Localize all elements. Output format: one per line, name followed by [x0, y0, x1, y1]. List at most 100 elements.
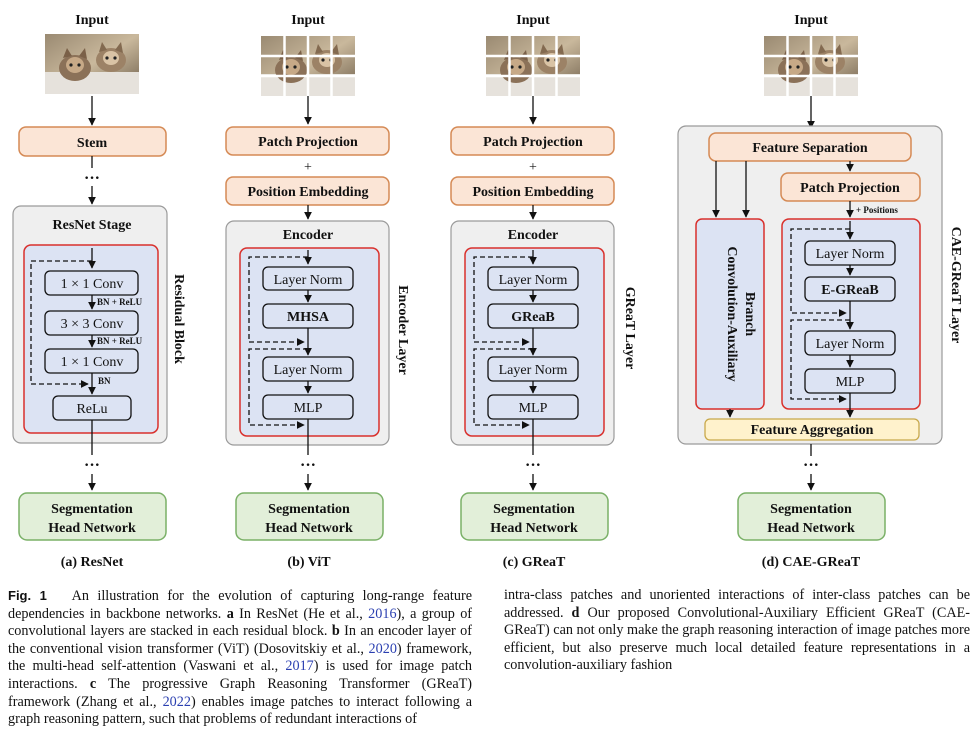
head-line2: Head Network	[490, 521, 578, 536]
conv1x1-label: 1 × 1 Conv	[61, 355, 124, 370]
subfigure-caption: (b) ViT	[287, 555, 331, 570]
encoder-title: Encoder	[508, 228, 559, 243]
conv3x3-label: 3 × 3 Conv	[61, 317, 124, 332]
mhsa-label: MHSA	[287, 310, 330, 325]
head-line2: Head Network	[767, 521, 855, 536]
caption-text: The progressive Graph Reasoning Transfor…	[8, 675, 473, 710]
subfig-marker: a	[226, 605, 234, 622]
stem-label: Stem	[77, 136, 108, 151]
panel-resnet: Input Stem ··· ResNet Stage 1 × 1 Conv B…	[12, 13, 186, 570]
resnet-stage-title: ResNet Stage	[53, 218, 132, 233]
skip-connection	[790, 228, 850, 317]
subfigure-caption: (d) CAE-GReaT	[762, 555, 861, 570]
branch-label-line2: Branch	[742, 292, 757, 337]
caption-text: ) is used for image patch interactions.	[8, 658, 473, 692]
segmentation-head-box	[460, 492, 609, 541]
panel-great: Input Patch Projection + Position Embedd…	[450, 13, 637, 570]
skip-connection	[248, 256, 308, 346]
bn-relu-label: BN + ReLU	[97, 336, 143, 346]
encoder-title: Encoder	[283, 228, 334, 243]
great-layer-side-label: GReaT Layer	[622, 287, 637, 370]
input-image-patches	[484, 34, 582, 98]
ellipsis: ···	[300, 457, 316, 474]
skip-connection	[473, 348, 533, 429]
patch-projection-label: Patch Projection	[258, 135, 358, 150]
caption-text: In ResNet (He et al.,	[239, 605, 363, 622]
head-line2: Head Network	[48, 521, 136, 536]
efficient-great-layer-box	[781, 218, 921, 410]
bn-label: BN	[98, 376, 111, 386]
subfig-marker: b	[331, 623, 340, 640]
panel-cae-great: Input Feature Separation Patch Projectio…	[677, 13, 963, 570]
encoder-layer-box	[239, 247, 380, 437]
feature-separation-label: Feature Separation	[752, 141, 867, 156]
input-label: Input	[794, 13, 828, 28]
input-label: Input	[291, 13, 325, 28]
figure-label: Fig. 1	[8, 588, 47, 603]
layer-norm-label: Layer Norm	[274, 273, 343, 288]
subfigure-caption: (c) GReaT	[503, 555, 566, 570]
feature-separation-box	[708, 132, 912, 162]
layer-norm-label: Layer Norm	[274, 363, 343, 378]
figure-caption-right-column: intra-class patches and unoriented inter…	[504, 587, 970, 675]
great-layer-box	[464, 247, 605, 437]
mlp-label: MLP	[519, 401, 548, 416]
caption-text: ), a group of convolutional layers are s…	[8, 605, 473, 640]
subfigure-caption: (a) ResNet	[61, 555, 124, 570]
input-label: Input	[516, 13, 550, 28]
layer-norm-label: Layer Norm	[816, 337, 885, 352]
ellipsis: ···	[525, 457, 541, 474]
patch-projection-box	[450, 126, 615, 156]
head-line2: Head Network	[265, 521, 353, 536]
ellipsis: ···	[84, 457, 100, 474]
skip-connection	[30, 260, 92, 388]
residual-block-side-label: Residual Block	[171, 274, 186, 364]
conv1x1-label: 1 × 1 Conv	[61, 277, 124, 292]
branch-label-line1: Convolution-Auxiliary	[724, 246, 739, 381]
caption-text: In an encoder layer of the conventional …	[8, 623, 472, 657]
citation-link[interactable]: 2016	[368, 605, 397, 622]
patch-projection-label: Patch Projection	[483, 135, 583, 150]
head-line1: Segmentation	[770, 502, 852, 517]
cae-great-layer-side-label: CAE-GReaT Layer	[948, 227, 963, 344]
head-line1: Segmentation	[51, 502, 133, 517]
segmentation-head-box	[737, 492, 886, 541]
plus-sign: +	[529, 160, 537, 175]
bn-relu-label: BN + ReLU	[97, 297, 143, 307]
subfig-marker: d	[571, 604, 580, 621]
figure-caption-left-column: Fig. 1 An illustration for the evolution…	[8, 587, 472, 729]
patch-projection-box	[225, 126, 390, 156]
positions-label: + Positions	[856, 205, 898, 215]
feature-aggregation-box	[704, 418, 920, 441]
mlp-label: MLP	[294, 401, 323, 416]
head-line1: Segmentation	[493, 502, 575, 517]
plus-sign: +	[304, 160, 312, 175]
skip-connection	[248, 348, 308, 429]
skip-connection	[790, 319, 850, 403]
relu-label: ReLu	[76, 402, 107, 417]
encoder-layer-side-label: Encoder Layer	[395, 285, 410, 375]
citation-link[interactable]: 2022	[162, 693, 191, 710]
input-image-patches	[762, 34, 860, 98]
caption-text: An illustration for the evolution of cap…	[8, 588, 472, 622]
caption-text: intra-class patches and unoriented inter…	[504, 587, 970, 621]
feature-aggregation-label: Feature Aggregation	[751, 423, 874, 438]
mlp-label: MLP	[836, 375, 865, 390]
head-line1: Segmentation	[268, 502, 350, 517]
caption-text: ) framework, the multi-head self-attenti…	[8, 640, 473, 675]
layer-norm-label: Layer Norm	[499, 273, 568, 288]
skip-connection	[473, 256, 533, 346]
input-image	[45, 34, 139, 94]
segmentation-head-box	[18, 492, 167, 541]
subfig-marker: c	[89, 675, 97, 692]
greab-label: GReaB	[511, 310, 555, 325]
citation-link[interactable]: 2020	[368, 640, 397, 657]
citation-link[interactable]: 2017	[285, 658, 314, 675]
ellipsis: ···	[84, 170, 100, 187]
e-greab-label: E-GReaB	[821, 283, 879, 298]
input-label: Input	[75, 13, 109, 28]
caption-text: Our proposed Convolutional-Auxiliary Eff…	[504, 604, 970, 674]
caption-text: ) enables image patches to interact foll…	[8, 693, 473, 728]
position-embedding-label: Position Embedding	[473, 185, 594, 200]
layer-norm-label: Layer Norm	[816, 247, 885, 262]
